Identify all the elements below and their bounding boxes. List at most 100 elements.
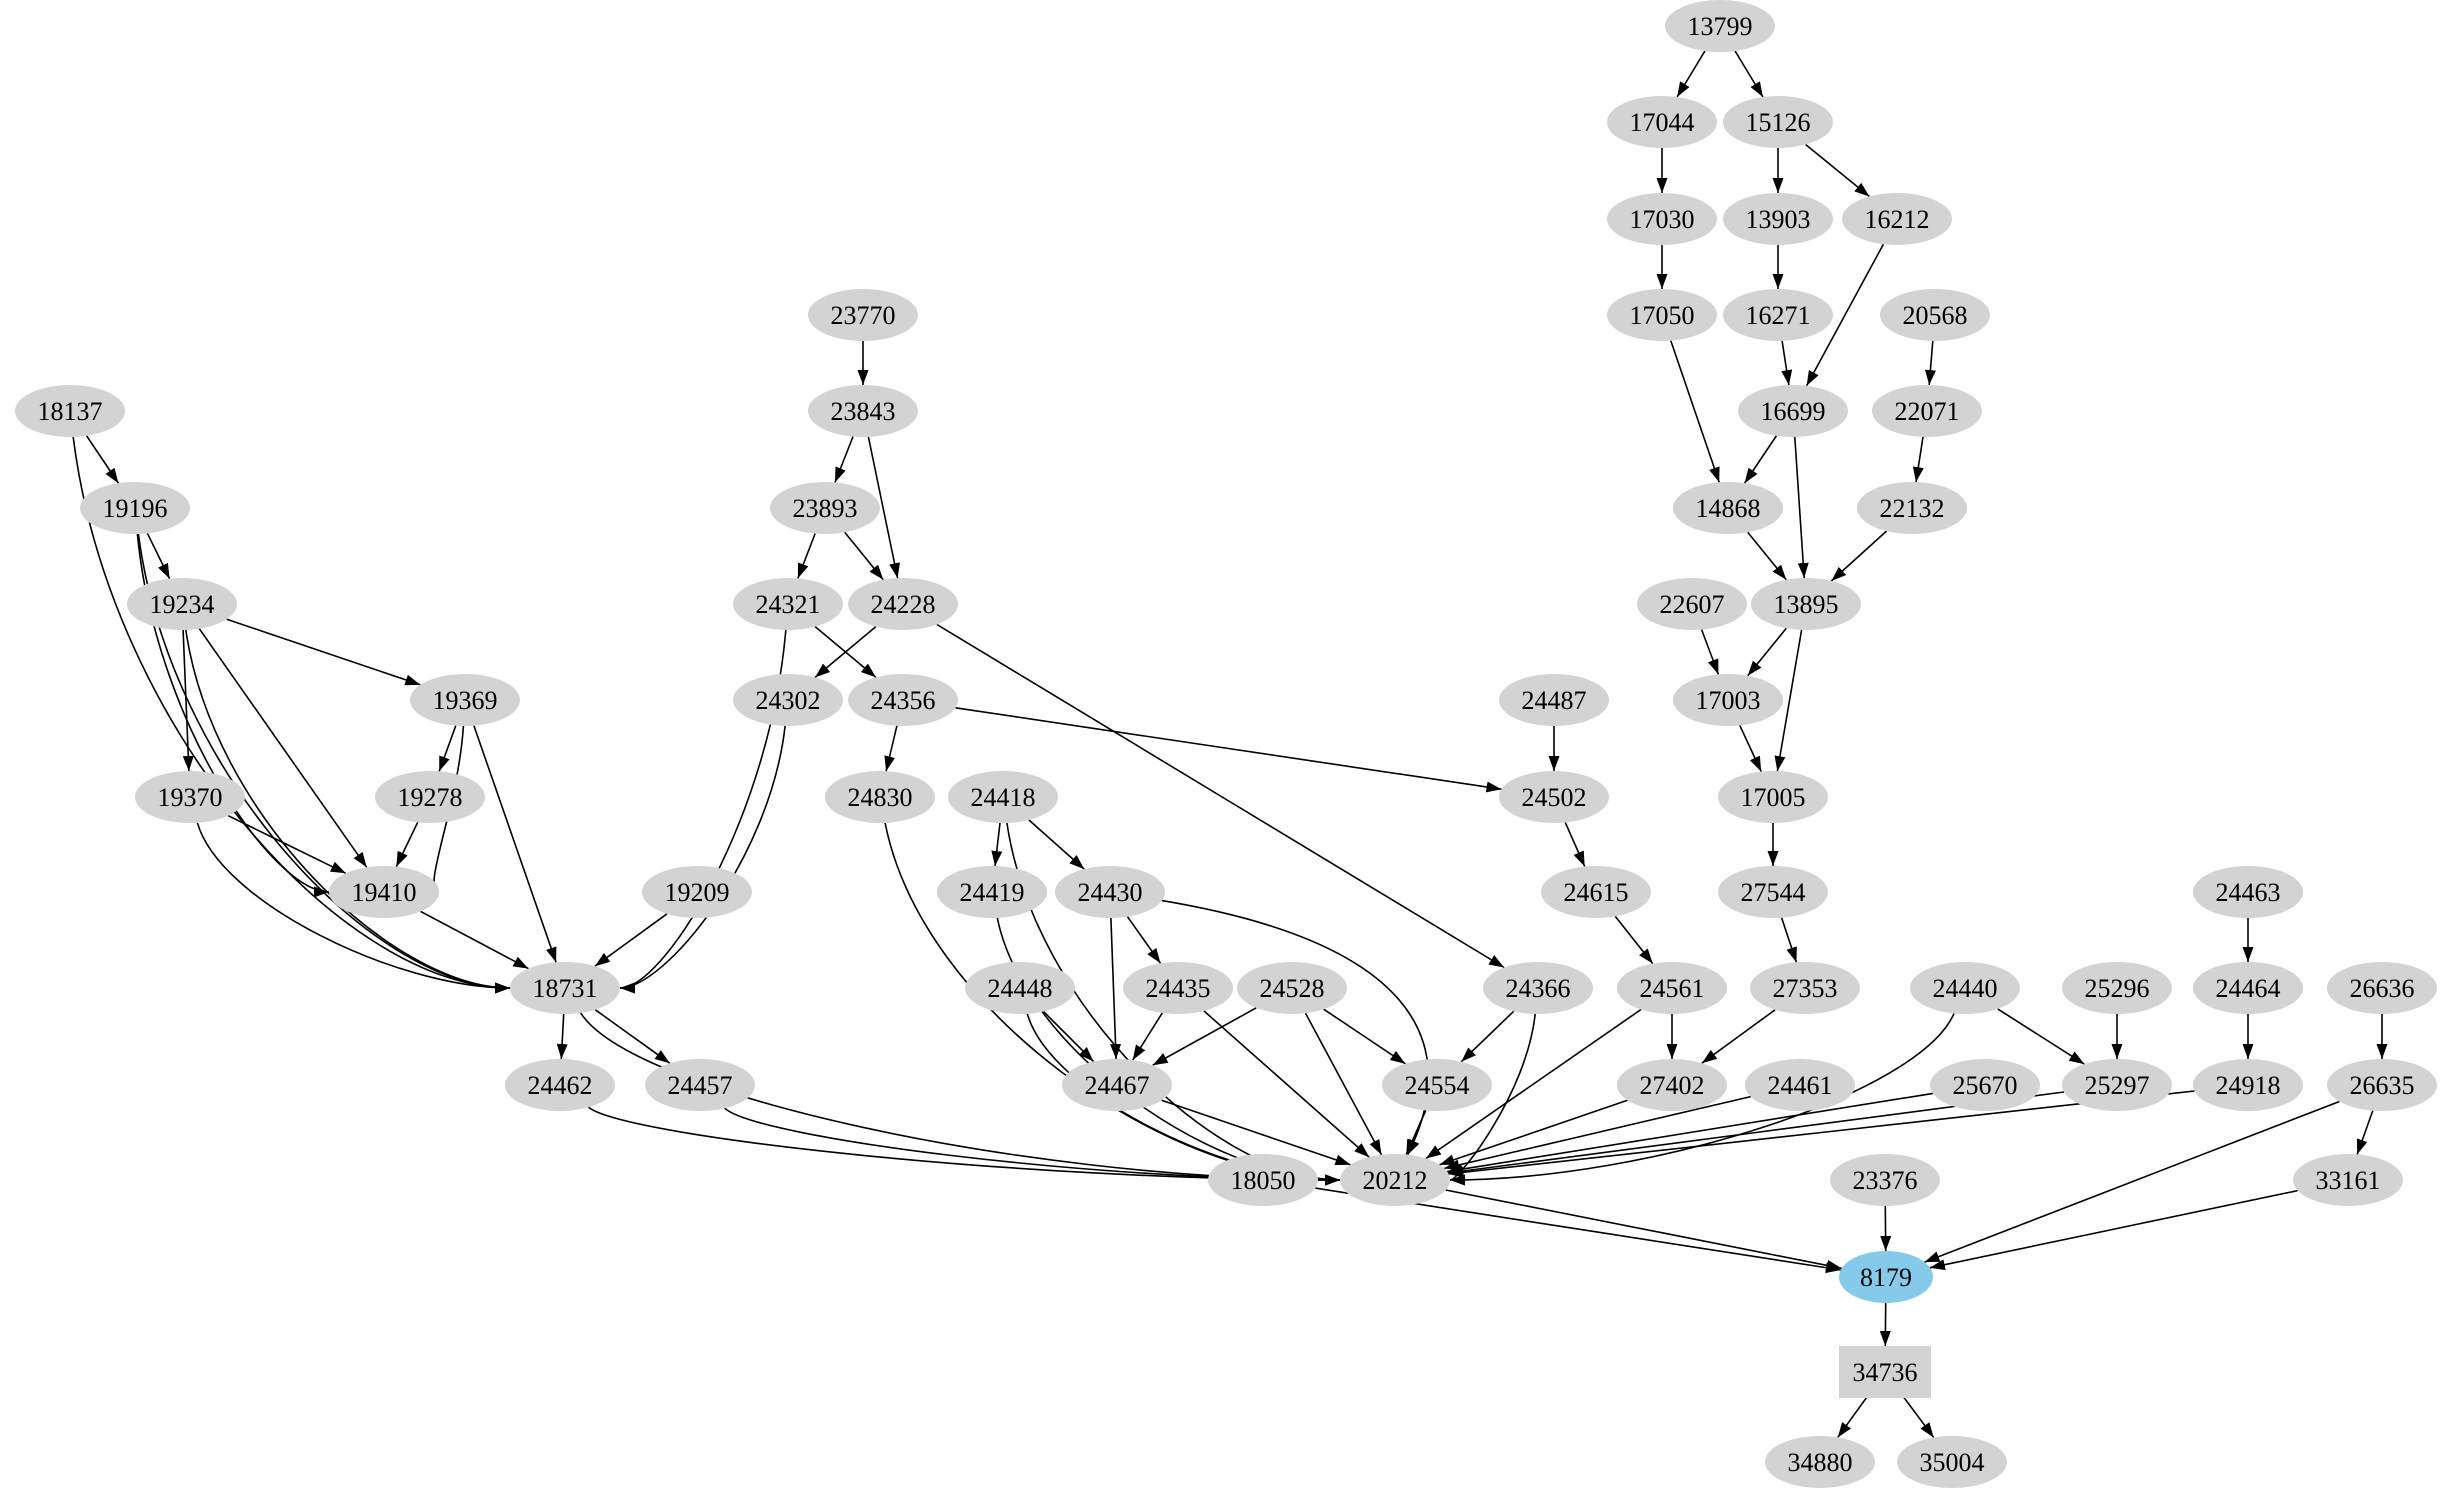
node-ellipse-16212: [1842, 193, 1952, 245]
node-ellipse-23843: [808, 385, 918, 437]
edge-24528-24554: [1323, 1008, 1406, 1065]
edge-16699-13895: [1794, 436, 1809, 579]
node-ellipse-25670: [1930, 1059, 2040, 1111]
node-24918: 24918: [2193, 1059, 2303, 1111]
node-24448: 24448: [965, 962, 1075, 1014]
edge-16212-16699: [1805, 243, 1885, 387]
edge-23843-23893: [834, 436, 854, 483]
edge-34736-34880: [1837, 1395, 1869, 1438]
edge-24467-20212: [1161, 1099, 1351, 1166]
node-14868: 14868: [1673, 482, 1783, 534]
edge-24440-25297: [1997, 1008, 2085, 1065]
edge-19196-19234: [146, 532, 171, 580]
edge-13895-17005: [1774, 629, 1803, 772]
edge-19369-19278: [438, 725, 457, 772]
node-ellipse-24435: [1123, 962, 1233, 1014]
node-24356: 24356: [848, 674, 958, 726]
node-ellipse-24302: [733, 674, 843, 726]
node-24418: 24418: [948, 771, 1058, 823]
node-19369: 19369: [410, 674, 520, 726]
node-ellipse-24419: [937, 866, 1047, 918]
edge-24419-20212: [996, 917, 1341, 1186]
node-22071: 22071: [1872, 385, 1982, 437]
node-24561: 24561: [1617, 962, 1727, 1014]
edge-27544-27353: [1780, 917, 1798, 963]
node-ellipse-24430: [1055, 866, 1165, 918]
node-25297: 25297: [2062, 1059, 2172, 1111]
node-23770: 23770: [808, 289, 918, 341]
edge-24228-24366: [936, 623, 1505, 969]
node-ellipse-24918: [2193, 1059, 2303, 1111]
node-ellipse-19234: [127, 578, 237, 630]
edge-17003-17005: [1739, 725, 1762, 772]
edge-14868-13895: [1747, 531, 1787, 581]
node-13799: 13799: [1665, 0, 1775, 52]
edge-24528-20212: [1304, 1012, 1383, 1156]
node-19196: 19196: [80, 482, 190, 534]
node-13903: 13903: [1723, 193, 1833, 245]
edge-18731-20212: [580, 1012, 1341, 1186]
node-19209: 19209: [642, 866, 752, 918]
edge-13799-15126: [1734, 50, 1764, 98]
node-24457: 24457: [645, 1059, 755, 1111]
node-ellipse-24356: [848, 674, 958, 726]
edge-24418-24430: [1028, 819, 1085, 870]
edge-17050-14868: [1670, 340, 1720, 483]
node-23893: 23893: [770, 482, 880, 534]
node-ellipse-24463: [2193, 866, 2303, 918]
edge-18137-18731: [72, 436, 511, 994]
node-ellipse-16699: [1738, 385, 1848, 437]
node-ellipse-24461: [1745, 1059, 1855, 1111]
node-ellipse-19278: [375, 771, 485, 823]
edge-19209-18731: [594, 913, 668, 967]
node-25670: 25670: [1930, 1059, 2040, 1111]
node-25296: 25296: [2062, 962, 2172, 1014]
node-ellipse-24528: [1237, 962, 1347, 1014]
edge-26635-33161: [2356, 1110, 2374, 1155]
node-ellipse-24440: [1910, 962, 2020, 1014]
node-27402: 27402: [1617, 1059, 1727, 1111]
edge-22607-17003: [1700, 629, 1720, 675]
node-24461: 24461: [1745, 1059, 1855, 1111]
node-19278: 19278: [375, 771, 485, 823]
node-ellipse-20212: [1340, 1154, 1450, 1206]
node-ellipse-24561: [1617, 962, 1727, 1014]
edge-24561-20212: [1425, 1008, 1642, 1160]
node-27353: 27353: [1750, 962, 1860, 1014]
node-ellipse-13799: [1665, 0, 1775, 52]
edge-33161-8179: [1929, 1189, 2298, 1271]
edge-24440-20212: [1449, 1013, 1955, 1186]
node-ellipse-23770: [808, 289, 918, 341]
node-ellipse-19196: [80, 482, 190, 534]
node-24440: 24440: [1910, 962, 2020, 1014]
node-ellipse-17044: [1607, 96, 1717, 148]
node-ellipse-20568: [1880, 289, 1990, 341]
edge-22132-13895: [1830, 530, 1888, 582]
node-ellipse-24228: [848, 578, 958, 630]
node-24302: 24302: [733, 674, 843, 726]
edge-23843-24228: [867, 436, 900, 579]
node-13895: 13895: [1751, 578, 1861, 630]
node-15126: 15126: [1723, 96, 1833, 148]
node-18050: 18050: [1208, 1154, 1318, 1206]
edge-23893-24228: [844, 531, 884, 581]
edge-13895-17003: [1747, 627, 1787, 677]
edge-19234-19370: [182, 629, 194, 772]
edge-19369-18731: [473, 725, 557, 963]
edge-24302-18731: [619, 725, 786, 994]
edge-23893-24321: [797, 533, 816, 579]
edge-19370-19410: [227, 814, 347, 875]
node-ellipse-24467: [1062, 1059, 1172, 1111]
node-17044: 17044: [1607, 96, 1717, 148]
node-24615: 24615: [1541, 866, 1651, 918]
node-23376: 23376: [1830, 1154, 1940, 1206]
node-ellipse-24457: [645, 1059, 755, 1111]
edge-19234-19410: [198, 628, 368, 868]
node-ellipse-24464: [2193, 962, 2303, 1014]
node-ellipse-18137: [15, 385, 125, 437]
edge-24430-24467: [1110, 917, 1122, 1060]
node-34880: 34880: [1765, 1436, 1875, 1488]
node-24366: 24366: [1483, 962, 1593, 1014]
node-ellipse-33161: [2293, 1154, 2403, 1206]
